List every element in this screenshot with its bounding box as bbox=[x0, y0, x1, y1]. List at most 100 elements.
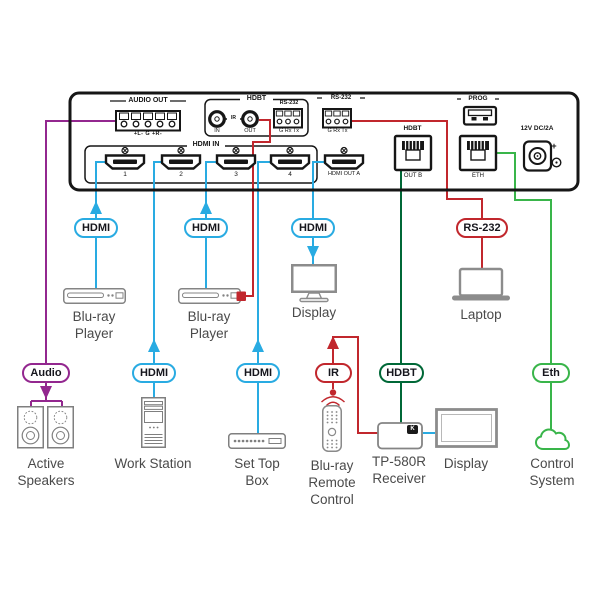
laptop-caption: Laptop bbox=[441, 306, 521, 323]
ir-jacks bbox=[208, 110, 259, 128]
eth-cable bbox=[496, 152, 552, 430]
set-top-box-icon bbox=[228, 433, 286, 449]
rs232-terminal-main bbox=[322, 108, 352, 129]
front-panel-border bbox=[68, 91, 580, 192]
caption-line: Laptop bbox=[460, 307, 502, 322]
hdbt-out-label: HDBT bbox=[403, 125, 422, 132]
audio-cable bbox=[30, 120, 115, 406]
out-b-label: OUT B bbox=[403, 173, 423, 179]
arrow-up-hdmi1 bbox=[90, 201, 102, 214]
hdmi4-cable bbox=[257, 161, 271, 433]
cables-layer bbox=[30, 119, 552, 434]
audio-out-pins-label: +L- G +R- bbox=[133, 131, 163, 137]
ir-label: IR bbox=[227, 115, 240, 121]
caption-line: Blu-ray bbox=[72, 309, 116, 324]
display-top-caption: Display bbox=[274, 304, 354, 321]
audio-out-terminal bbox=[115, 110, 181, 132]
hdmi-port-1 bbox=[104, 146, 146, 170]
hdmi-in-label: HDMI IN bbox=[187, 141, 225, 148]
prog-usb-port bbox=[462, 105, 498, 126]
control-system-cloud-icon bbox=[534, 428, 571, 450]
rs232-group-pins-label: G Rx Tx bbox=[327, 127, 348, 134]
hdmi-cable-label-4: HDMI bbox=[132, 363, 176, 383]
ir-cable-label: IR bbox=[315, 363, 352, 383]
arrow-up-ir bbox=[327, 336, 339, 349]
caption-line: Speakers bbox=[17, 473, 75, 488]
display-bottom-caption: Display bbox=[426, 455, 506, 472]
caption-line: Control bbox=[310, 492, 354, 507]
caption-line: Blu-ray bbox=[310, 458, 354, 473]
hdbt-out-b-port bbox=[393, 134, 433, 172]
kramer-logo: K bbox=[407, 425, 418, 434]
caption-line: Display bbox=[443, 456, 489, 471]
bluray-player-2-icon bbox=[178, 288, 241, 304]
caption-line: Box bbox=[245, 473, 269, 488]
arrow-up-hdmi2 bbox=[148, 339, 160, 352]
caption-line: Player bbox=[189, 326, 229, 341]
ir-in-label: IN bbox=[214, 127, 220, 134]
hdmi1-cable bbox=[95, 161, 106, 288]
remote-control-icon bbox=[322, 405, 342, 452]
caption-line: System bbox=[529, 473, 575, 488]
arrow-up-hdmi4 bbox=[252, 339, 264, 352]
caption-line: Remote bbox=[308, 475, 356, 490]
hdmi-port-4 bbox=[269, 146, 311, 170]
control-system-caption: Control System bbox=[512, 455, 592, 489]
ir-waves bbox=[320, 396, 346, 407]
hdbt-cable-label: HDBT bbox=[379, 363, 424, 383]
power-jack bbox=[522, 140, 562, 172]
bluray-player-1-icon bbox=[63, 288, 126, 304]
caption-line: Receiver bbox=[372, 471, 426, 486]
workstation-caption: Work Station bbox=[103, 455, 203, 472]
audio-cable-label: Audio bbox=[22, 363, 70, 383]
eth-port bbox=[458, 134, 498, 172]
hdmi-port-1-label: 1 bbox=[123, 170, 127, 178]
cable-arrows bbox=[40, 201, 339, 399]
set-top-box-caption: Set Top Box bbox=[217, 455, 297, 489]
display-tv-icon bbox=[435, 408, 498, 448]
speaker-left-icon bbox=[17, 406, 44, 449]
speaker-right-icon bbox=[47, 406, 74, 449]
caption-line: TP-580R bbox=[371, 454, 427, 469]
active-speakers-caption: Active Speakers bbox=[6, 455, 86, 489]
hdmi-cable-label-2: HDMI bbox=[184, 218, 228, 238]
hdmi-cable-label-1: HDMI bbox=[74, 218, 118, 238]
remote-control-caption: Blu-ray Remote Control bbox=[292, 457, 372, 508]
rs232-terminal-hdbt bbox=[273, 108, 303, 129]
hdmi-cable-label-5: HDMI bbox=[236, 363, 280, 383]
hdbt-group-label: HDBT bbox=[240, 95, 273, 102]
hdmi-cable-label-3: HDMI bbox=[291, 218, 335, 238]
workstation-icon bbox=[141, 397, 166, 448]
caption-line: Work Station bbox=[114, 456, 192, 471]
hdmi-port-3-label: 3 bbox=[234, 170, 238, 178]
hdmi-port-2-label: 2 bbox=[179, 170, 183, 178]
hdmi-port-out-a bbox=[323, 146, 365, 170]
audio-out-label: AUDIO OUT bbox=[128, 97, 168, 104]
caption-line: Display bbox=[291, 305, 337, 320]
ir-out-label: OUT bbox=[244, 127, 256, 134]
caption-line: Set Top bbox=[234, 456, 280, 471]
caption-line: Blu-ray bbox=[187, 309, 231, 324]
rs232-cable-label: RS-232 bbox=[456, 218, 508, 238]
laptop-icon bbox=[452, 267, 510, 301]
hdmi-ports bbox=[104, 146, 365, 170]
hdmi3-cable bbox=[205, 161, 217, 288]
hdbt-rs232-label: RS-232 bbox=[279, 100, 299, 106]
power-label: 12V DC/2A bbox=[520, 125, 554, 132]
hdbt-rs232-pins-label: G Rx Tx bbox=[278, 127, 300, 134]
hdmi2-cable bbox=[153, 161, 162, 397]
ir-sensor-dot bbox=[329, 389, 337, 396]
power-polarity-label: + bbox=[551, 141, 557, 151]
bluray-player-1-caption: Blu-ray Player bbox=[54, 308, 134, 342]
prog-label: PROG bbox=[468, 94, 488, 102]
eth-label: ETH bbox=[472, 173, 484, 179]
eth-cable-label: Eth bbox=[532, 363, 570, 383]
hdmi-port-2 bbox=[160, 146, 202, 170]
receiver-caption: TP-580R Receiver bbox=[359, 453, 439, 487]
hdmi-port-3 bbox=[215, 146, 257, 170]
hdmi-port-4-label: 4 bbox=[288, 170, 292, 178]
caption-line: Active bbox=[27, 456, 65, 471]
hdmi-out-a-label: HDMI OUT A bbox=[328, 170, 360, 177]
